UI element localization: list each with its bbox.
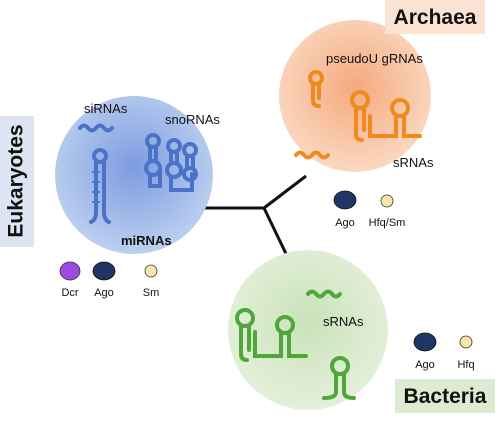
eukaryotes-label: Eukaryotes	[5, 124, 28, 237]
ago-marker	[333, 190, 357, 210]
snorna-structure	[144, 133, 198, 192]
archaea-srna-strand	[294, 150, 330, 160]
bacteria-banner	[395, 379, 495, 413]
hfq-marker	[459, 335, 473, 349]
archaea-banner	[385, 0, 485, 34]
sirna-strand	[78, 123, 114, 133]
bacteria-srna-strand	[306, 289, 342, 299]
snornas-label: snoRNAs	[165, 112, 220, 127]
hfq-sm-label: Hfq/Sm	[369, 217, 406, 229]
pseudou-grna	[308, 70, 324, 108]
dcr-marker	[59, 261, 81, 281]
dcr-label: Dcr	[61, 287, 78, 299]
eukaryotes-banner	[0, 116, 34, 247]
mirnas-label: miRNAs	[121, 233, 172, 248]
bacteria-srna-structure-2	[322, 356, 356, 400]
ago-marker	[413, 332, 437, 352]
hfq-sm-marker	[380, 194, 394, 208]
archaea-legend: Ago Hfq/Sm	[333, 190, 406, 229]
sm-label: Sm	[143, 287, 160, 299]
bacteria-srna-structure-1	[235, 308, 308, 362]
sirnas-label: siRNAs	[84, 101, 128, 116]
bacteria-circle	[228, 250, 388, 410]
ago-marker	[92, 261, 116, 281]
eukaryote-legend: Dcr Ago Sm	[59, 261, 160, 299]
phylogenetic-tree	[205, 174, 307, 263]
archaea-srnas-label: sRNAs	[393, 155, 434, 170]
bacteria-srnas-label: sRNAs	[323, 314, 364, 329]
mirna-hairpin	[89, 148, 111, 224]
archaea-label: Archaea	[394, 6, 477, 29]
sm-marker	[144, 264, 158, 278]
ago-label: Ago	[415, 359, 435, 371]
ago-label: Ago	[335, 217, 355, 229]
pseudou-grnas-label: pseudoU gRNAs	[326, 51, 423, 66]
bacteria-label: Bacteria	[404, 385, 487, 408]
eukaryote-rna-group	[78, 123, 198, 224]
bacteria-legend: Ago Hfq	[413, 332, 475, 371]
archaea-rna-group	[294, 70, 422, 160]
hfq-label: Hfq	[457, 359, 474, 371]
archaea-srna-structure	[350, 90, 422, 142]
bacteria-rna-group	[235, 289, 356, 400]
ago-label: Ago	[94, 287, 114, 299]
